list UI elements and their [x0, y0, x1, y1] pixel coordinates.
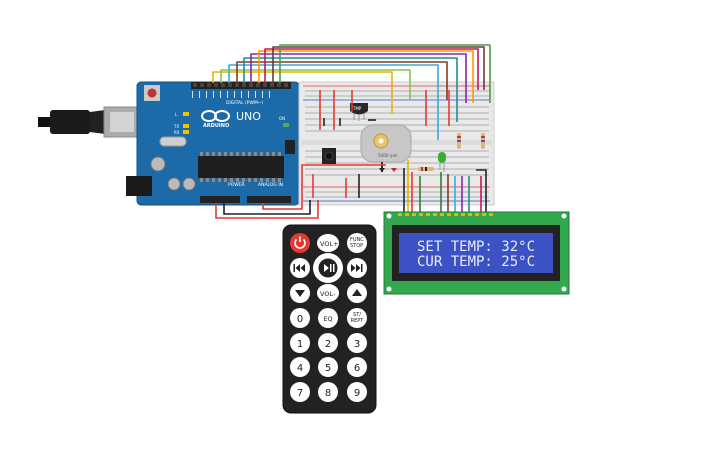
remote-digit-2-button[interactable]: 2 [318, 333, 338, 353]
power-header [200, 196, 240, 203]
push-button[interactable] [322, 148, 336, 164]
atmega-chip [198, 156, 284, 178]
svg-text:0: 0 [297, 314, 303, 325]
power-jack[interactable] [126, 176, 152, 196]
remote-forward-button[interactable] [347, 258, 367, 278]
analog-header [247, 196, 291, 203]
svg-text:7: 7 [297, 388, 303, 399]
play-pause-icon [324, 264, 335, 272]
remote-rewind-button[interactable] [290, 258, 310, 278]
digital-label: DIGITAL (PWM~) [226, 100, 264, 106]
lcd-module: SET TEMP: 32°C CUR TEMP: 25°C [383, 211, 570, 295]
resistor-1 [457, 133, 461, 149]
diode [381, 162, 383, 172]
remote-digit-6-button[interactable]: 6 [347, 357, 367, 377]
svg-text:9: 9 [354, 388, 360, 399]
power-icon [294, 236, 306, 249]
svg-text:1: 1 [297, 339, 303, 350]
svg-text:ARDUINO: ARDUINO [203, 123, 229, 129]
dc-motor[interactable]: 5000 rpm [360, 124, 412, 163]
remote-digit-7-button[interactable]: 7 [290, 382, 310, 402]
lcd-line-1: SET TEMP: 32°C [417, 239, 535, 255]
svg-text:8: 8 [325, 388, 331, 399]
svg-text:FUNC: FUNC [350, 237, 364, 243]
svg-text:5: 5 [325, 363, 331, 374]
tx-label: TX [173, 124, 179, 129]
remote-down-button[interactable] [290, 283, 310, 303]
green-led[interactable] [438, 152, 446, 172]
svg-text:3: 3 [354, 339, 360, 350]
temperature-sensor[interactable]: TMP [350, 103, 368, 121]
arrow-down-icon [295, 290, 305, 297]
remote-digit-3-button[interactable]: 3 [347, 333, 367, 353]
remote-eq-button[interactable]: EQ [318, 308, 338, 328]
remote-vol-up-button[interactable]: VOL+ [317, 234, 339, 252]
arduino-logo: ARDUINO [201, 110, 230, 129]
crystal [159, 136, 187, 147]
l-label: L [175, 112, 178, 117]
remote-st-rept-button[interactable]: ST/ REPT [347, 308, 367, 328]
usb-cable[interactable] [38, 106, 141, 138]
digital-header [191, 82, 291, 89]
svg-text:REPT: REPT [351, 318, 365, 324]
power-label: POWER [228, 182, 245, 188]
resistor-3 [418, 167, 434, 171]
remote-digit-8-button[interactable]: 8 [318, 382, 338, 402]
remote-dpad[interactable] [313, 253, 343, 283]
breadboard-wires [215, 90, 487, 219]
remote-vol-down-button[interactable]: VOL- [317, 284, 339, 302]
remote-digit-4-button[interactable]: 4 [290, 357, 310, 377]
remote-digit-1-button[interactable]: 1 [290, 333, 310, 353]
svg-text:ST/: ST/ [353, 312, 361, 318]
on-label: ON [279, 116, 285, 121]
remote-digit-0-button[interactable]: 0 [290, 308, 310, 328]
svg-text:STOP: STOP [350, 243, 363, 249]
remote-func-stop-button[interactable]: FUNC STOP [347, 233, 367, 253]
wires [212, 44, 491, 140]
svg-text:TMP: TMP [352, 106, 362, 111]
svg-text:4: 4 [297, 363, 303, 374]
arduino-uno-board[interactable]: DIGITAL (PWM~) L TX RX ARDUINO UNO ON [126, 81, 300, 206]
rewind-icon [293, 264, 305, 272]
remote-power-button[interactable] [290, 233, 310, 253]
analog-label: ANALOG IN [258, 182, 283, 188]
svg-text:2: 2 [325, 339, 331, 350]
lcd-screen [399, 233, 553, 273]
remote-digit-9-button[interactable]: 9 [347, 382, 367, 402]
svg-text:6: 6 [354, 363, 360, 374]
ir-remote[interactable]: VOL+ FUNC STOP [282, 224, 377, 414]
resistor-2 [481, 133, 485, 149]
svg-text:VOL+: VOL+ [320, 240, 339, 248]
svg-text:VOL-: VOL- [320, 290, 336, 298]
remote-digit-5-button[interactable]: 5 [318, 357, 338, 377]
svg-text:EQ: EQ [323, 315, 332, 323]
rx-label: RX [174, 130, 180, 135]
fast-forward-icon [351, 264, 363, 272]
motor-label: 5000 rpm [378, 153, 398, 158]
icsp-header [285, 140, 295, 154]
lcd-line-2: CUR TEMP: 25°C [417, 254, 535, 270]
arrow-up-icon [352, 289, 362, 296]
remote-up-button[interactable] [347, 283, 367, 303]
uno-label: UNO [236, 110, 261, 123]
